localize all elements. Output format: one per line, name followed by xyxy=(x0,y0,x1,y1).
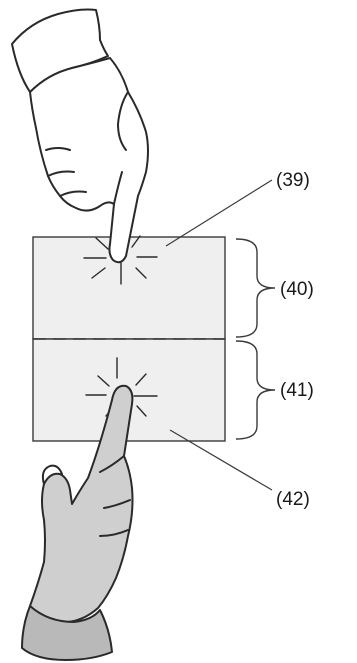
bottom-hand-folds xyxy=(99,455,131,537)
top-hand-body xyxy=(29,57,149,264)
brace-upper xyxy=(235,238,276,338)
leader-line-42 xyxy=(169,429,273,491)
top-hand-thumb xyxy=(117,91,129,151)
pointing-hand-down-icon xyxy=(11,8,149,264)
callout-41: (41) xyxy=(280,380,314,401)
callout-40: (40) xyxy=(280,279,314,300)
bottom-hand-cuff xyxy=(21,605,113,661)
leader-line-39 xyxy=(165,179,273,247)
top-hand-knuckles xyxy=(45,147,123,205)
brace-lower xyxy=(235,340,276,440)
sensor-panel-upper-half xyxy=(32,236,226,340)
pointing-hand-up-icon xyxy=(21,384,134,661)
bottom-hand-thumb xyxy=(41,464,63,485)
callout-42: (42) xyxy=(276,489,310,510)
callout-39: (39) xyxy=(276,170,310,191)
touch-spark-icon xyxy=(83,235,158,285)
